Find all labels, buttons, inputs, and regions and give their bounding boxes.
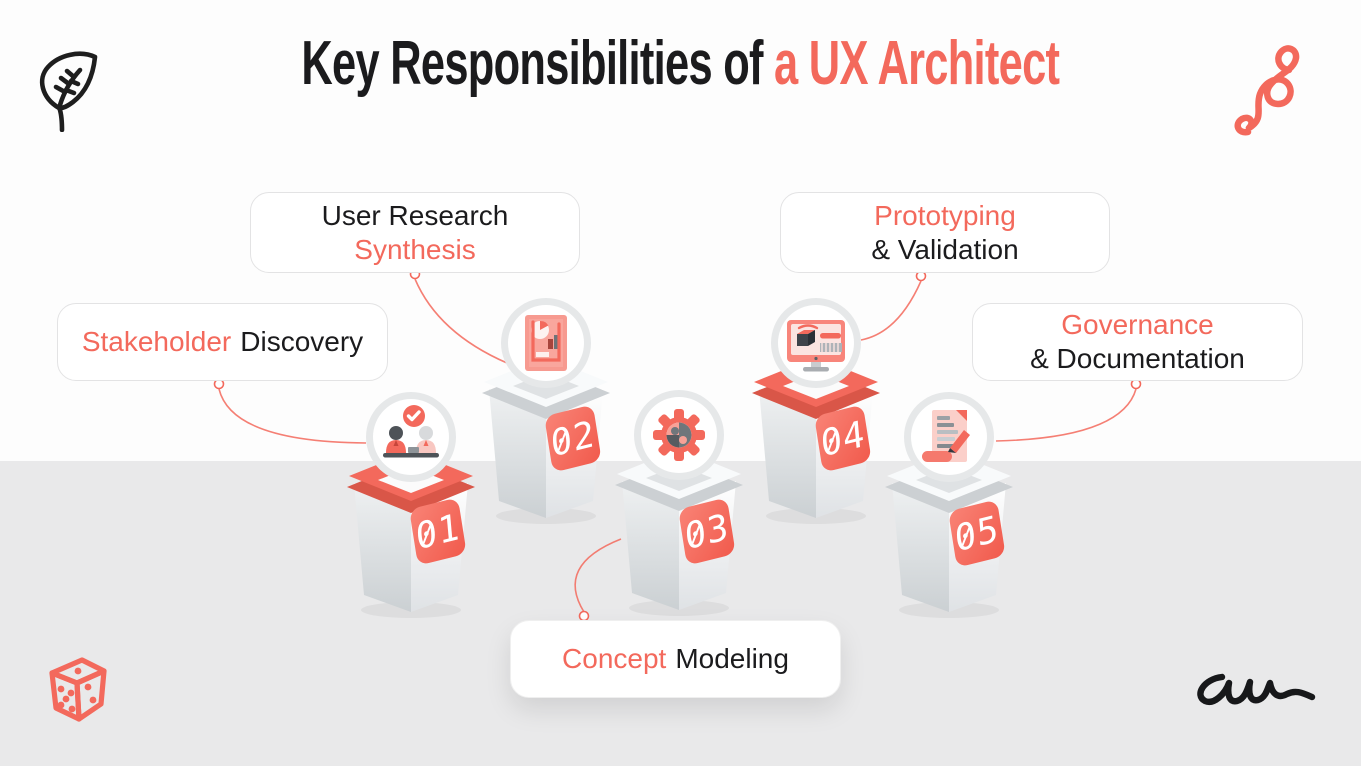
label-text-dark: & Documentation (1030, 343, 1245, 374)
label-text-accent: Synthesis (354, 233, 476, 265)
meeting-check-icon (383, 405, 439, 458)
research-report-icon (525, 315, 567, 371)
treble-clef-icon (1234, 45, 1300, 136)
prototype-monitor-icon (787, 320, 845, 372)
label-text-accent: Concept (562, 643, 667, 674)
label-text-accent: Governance (1061, 309, 1214, 340)
number-badge: 03 (679, 499, 735, 564)
pedestal-05: 05 (885, 392, 1013, 618)
connector-governance (995, 388, 1137, 442)
pedestal-02: 02 (482, 298, 610, 524)
label-prototyping-validation: Prototyping & Validation (780, 192, 1110, 273)
label-text-dark: Modeling (675, 643, 789, 674)
label-text-dark: & Validation (871, 233, 1019, 265)
gear-puzzle-icon (653, 409, 705, 461)
label-text-accent: Stakeholder (81, 326, 232, 357)
title-highlight: a UX Architect (774, 29, 1060, 98)
pedestal-04: 04 (752, 298, 880, 524)
label-concept-modeling: Concept Modeling (510, 620, 841, 698)
document-pen-icon (922, 410, 970, 462)
label-text-dark: User Research (321, 199, 509, 231)
connector-stakeholder (218, 388, 367, 444)
pedestal-01: 01 (347, 392, 475, 618)
number-badge: 02 (545, 406, 601, 471)
leaf-icon (39, 51, 98, 132)
label-text-dark: Discovery (240, 326, 364, 357)
label-stakeholder-discovery: Stakeholder Discovery (57, 303, 388, 381)
signature-scribble (1197, 673, 1316, 706)
pedestal-03: 03 (615, 390, 743, 616)
number-badge: 04 (815, 406, 871, 471)
label-user-research-synthesis: User Research Synthesis (250, 192, 580, 273)
number-badge: 01 (410, 499, 466, 564)
title-prefix: Key Responsibilities of (301, 29, 764, 98)
label-text-accent: Prototyping (874, 199, 1016, 231)
label-governance-documentation: Governance & Documentation (972, 303, 1303, 381)
page-title: Key Responsibilities of a UX Architect (0, 29, 1361, 98)
number-badge: 05 (949, 501, 1005, 566)
dice-icon (49, 657, 107, 722)
